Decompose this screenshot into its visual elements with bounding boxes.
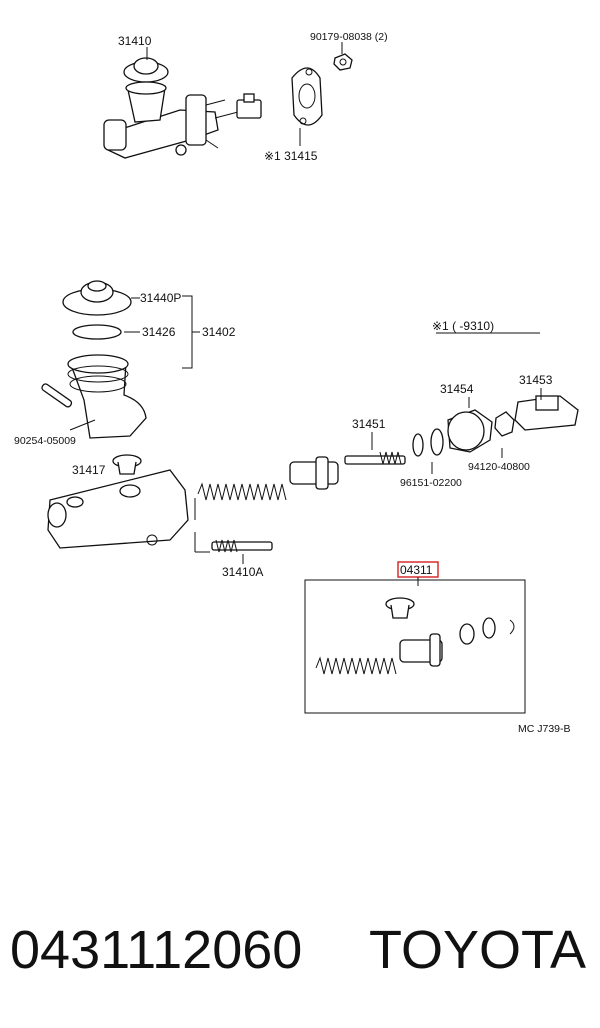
- push-rod-31451: [344, 451, 406, 465]
- label-96151: 96151-02200: [400, 477, 462, 489]
- label-31453: 31453: [519, 373, 553, 387]
- boot-31454: [447, 409, 493, 453]
- clevis-31453: [514, 395, 579, 431]
- cylinder-body: [47, 469, 189, 549]
- repair-kit-04311: [304, 561, 526, 714]
- grommet-31417: [112, 454, 142, 475]
- reservoir-cap-31440p: [62, 280, 132, 316]
- label-90254: 90254-05009: [14, 435, 76, 447]
- label-94120: 94120-40800: [468, 461, 530, 473]
- label-04311: 04311: [400, 563, 433, 577]
- diaphragm-31426: [72, 324, 122, 340]
- reservoir-31402: [67, 354, 147, 439]
- brand-name: TOYOTA: [368, 920, 586, 980]
- footer: 0431112060 TOYOTA: [0, 905, 600, 995]
- note-applicability: ※1 ( -9310): [432, 319, 494, 333]
- diagram-code: MC J739-B: [518, 723, 571, 735]
- piston-assembly: [289, 456, 339, 490]
- label-31440p: 31440P: [140, 291, 181, 305]
- label-31417: 31417: [72, 463, 106, 477]
- stud-31410a: [211, 539, 273, 553]
- label-31454: 31454: [440, 382, 474, 396]
- spring-main: [197, 482, 287, 501]
- part-number: 0431112060: [10, 920, 303, 980]
- label-31402: 31402: [202, 325, 236, 339]
- label-31451: 31451: [352, 417, 386, 431]
- label-31410a: 31410A: [222, 565, 263, 579]
- snap-ring-96151: [430, 428, 444, 456]
- washer: [412, 433, 424, 457]
- label-31415: ※1 31415: [264, 149, 318, 163]
- label-90179: 90179-08038 (2): [310, 31, 388, 43]
- label-31426: 31426: [142, 325, 176, 339]
- nut-94120: [494, 411, 515, 437]
- parts-diagram: 31410 90179-08038 (2) ※1 31415 31440P 31…: [14, 31, 579, 735]
- master-cylinder-assembly-top: [103, 57, 262, 159]
- label-31410: 31410: [118, 34, 152, 48]
- nut-90179: [333, 53, 353, 71]
- gasket-31415: [291, 67, 323, 126]
- pin-90254: [41, 383, 73, 408]
